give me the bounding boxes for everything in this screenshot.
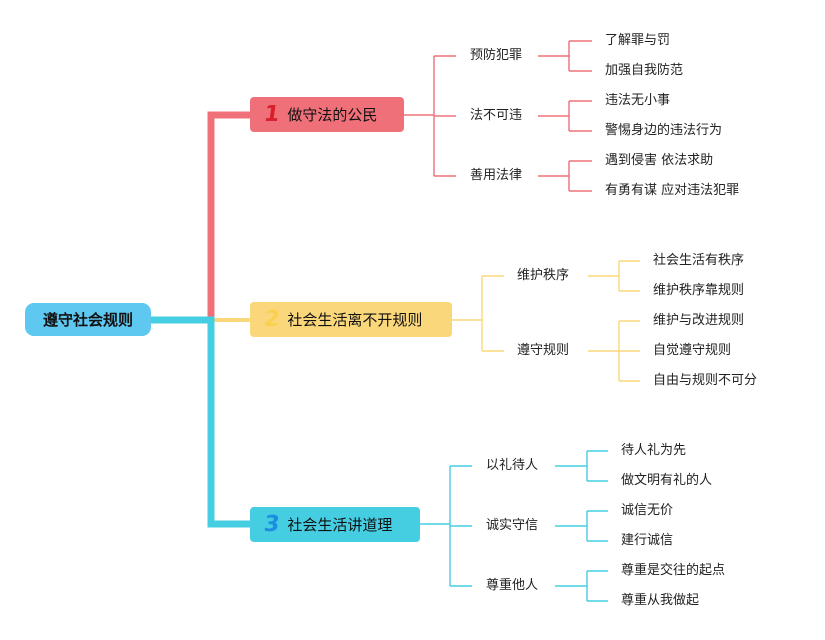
leaf-3-3-2[interactable]: 尊重从我做起: [621, 593, 700, 608]
topic-1-3[interactable]: 善用法律: [470, 168, 523, 183]
branch-number-1: 1: [262, 102, 282, 127]
topic-1-2[interactable]: 法不可违: [470, 108, 523, 123]
root-label: 遵守社会规则: [42, 311, 133, 329]
topic-2-2[interactable]: 遵守规则: [517, 343, 570, 358]
branch-label-3: 社会生活讲道理: [287, 516, 393, 534]
topic-3-3[interactable]: 尊重他人: [486, 578, 539, 593]
leaf-2-1-1[interactable]: 社会生活有秩序: [653, 253, 745, 268]
root-node[interactable]: 遵守社会规则: [25, 303, 151, 336]
leaf-2-1-2[interactable]: 维护秩序靠规则: [653, 283, 745, 298]
branch-label-1: 做守法的公民: [287, 106, 378, 124]
topic-1-1[interactable]: 预防犯罪: [470, 48, 523, 63]
branch-lines: [404, 40, 640, 602]
leaf-1-3-1[interactable]: 遇到侵害 依法求助: [605, 153, 714, 168]
leaf-2-2-2[interactable]: 自觉遵守规则: [653, 343, 732, 358]
topic-3-1[interactable]: 以礼待人: [486, 458, 539, 473]
leaf-3-3-1[interactable]: 尊重是交往的起点: [621, 563, 726, 578]
trunk-line-1: [151, 111, 250, 324]
leaf-3-2-1[interactable]: 诚信无价: [621, 503, 674, 518]
leaf-3-1-2[interactable]: 做文明有礼的人: [621, 473, 713, 488]
leaf-3-1-1[interactable]: 待人礼为先: [621, 443, 687, 458]
branch-node-2[interactable]: 2 社会生活离不开规则: [250, 302, 452, 337]
leaf-2-2-1[interactable]: 维护与改进规则: [653, 313, 745, 328]
topic-2-1[interactable]: 维护秩序: [517, 268, 570, 283]
topic-3-2[interactable]: 诚实守信: [486, 518, 539, 533]
branch-number-3: 3: [262, 512, 282, 537]
leaf-1-2-2[interactable]: 警惕身边的违法行为: [605, 123, 723, 138]
branch-node-3[interactable]: 3 社会生活讲道理: [250, 507, 420, 542]
leaf-1-3-2[interactable]: 有勇有谋 应对违法犯罪: [605, 183, 740, 198]
branch-number-2: 2: [262, 307, 282, 332]
trunk-line-3: [151, 316, 250, 528]
branch-node-1[interactable]: 1 做守法的公民: [250, 97, 404, 132]
leaf-1-2-1[interactable]: 违法无小事: [605, 93, 671, 108]
leaf-1-1-1[interactable]: 了解罪与罚: [605, 33, 671, 48]
leaf-1-1-2[interactable]: 加强自我防范: [605, 63, 684, 78]
leaf-3-2-2[interactable]: 建行诚信: [621, 533, 674, 548]
leaf-2-2-3[interactable]: 自由与规则不可分: [653, 373, 758, 388]
trunk-lines: [151, 111, 250, 528]
branch-label-2: 社会生活离不开规则: [287, 311, 423, 329]
